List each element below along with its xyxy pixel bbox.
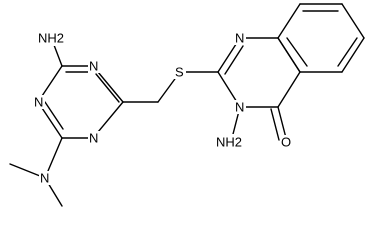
bond [286, 37, 308, 67]
bond [341, 3, 365, 39]
bond [44, 101, 64, 130]
bond [341, 37, 365, 73]
atom-label-quinazoline-n3: N [235, 100, 244, 115]
atom-label-triazine-n: N [89, 131, 98, 146]
bond [277, 3, 301, 39]
bond [224, 45, 244, 75]
atom-labels: NH2 N N N N S N N NH2 O [33, 30, 293, 186]
atom-label-quinazoline-n1: N [235, 31, 244, 46]
bond [277, 37, 301, 73]
bond [53, 44, 63, 67]
molecule-structure: NH2 N N N N S N N NH2 O [9, 3, 365, 207]
bond [277, 71, 301, 108]
atom-label-nh2-bottom: NH2 [216, 135, 242, 150]
atom-label-triazine-n: N [89, 59, 98, 74]
bond [337, 37, 358, 67]
bond [270, 108, 280, 141]
bond [95, 73, 120, 103]
atom-label-dimethylamino-n: N [40, 171, 49, 186]
bond [277, 106, 287, 139]
atom-label-nh2-top: NH2 [38, 31, 64, 46]
atom-label-oxygen: O [281, 135, 291, 150]
atom-label-triazine-n: N [34, 95, 43, 110]
atom-label-sulfur: S [175, 65, 184, 80]
